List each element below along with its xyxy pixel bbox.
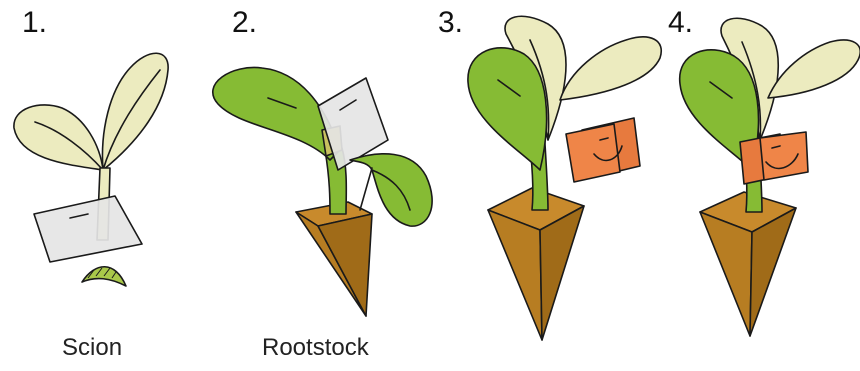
panel3-rootstock-leaf (468, 48, 547, 170)
step-1-number: 1. (22, 6, 47, 40)
panel-4-grafted (680, 18, 860, 336)
scion-left-cotyledon (14, 105, 103, 170)
panel3-scion-right-cotyledon (560, 37, 661, 100)
panel-2-rootstock (213, 67, 432, 316)
panel-3-clip-ready (468, 16, 661, 340)
step-1-caption: Scion (62, 334, 122, 362)
panel-1-scion (14, 53, 168, 286)
panel4-grafting-clip-front (760, 132, 808, 180)
step-2-number: 2. (232, 6, 257, 40)
panel3-grafting-clip-front (566, 124, 620, 182)
step-2-caption: Rootstock (262, 334, 369, 362)
scion-razor-blade (34, 196, 142, 262)
step-3-number: 3. (438, 6, 463, 40)
scion-right-cotyledon (102, 53, 168, 170)
panel4-scion-right-cotyledon (768, 40, 860, 98)
step-4-number: 4. (668, 6, 693, 40)
